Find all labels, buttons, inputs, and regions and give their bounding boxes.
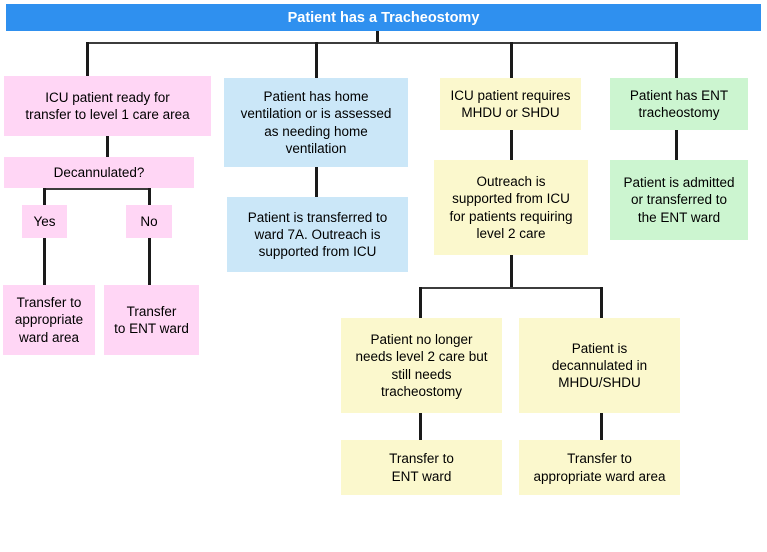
edge-drop-no [148, 188, 151, 206]
edge-drop-yes [43, 188, 46, 206]
edge-no-to-outcome [148, 238, 151, 285]
node-ent-tracheostomy: Patient has ENT tracheostomy [610, 78, 748, 130]
node-decannulated-in-mhdu: Patient is decannulated in MHDU/SHDU [519, 318, 680, 413]
node-transfer-appropriate-ward-left: Transfer to appropriate ward area [3, 285, 95, 355]
edge-decannulated-mhdu-to-outcome [600, 413, 603, 440]
edge-yes-to-outcome [43, 238, 46, 285]
node-transfer-ent-ward-bottom: Transfer to ENT ward [341, 440, 502, 495]
node-outreach-level2: Outreach is supported from ICU for patie… [434, 160, 588, 255]
edge-drop-col1 [86, 42, 89, 78]
node-icu-ready-level1: ICU patient ready for transfer to level … [4, 76, 211, 136]
edge-level1-to-decannulated [106, 136, 109, 157]
node-decannulated-question: Decannulated? [4, 157, 194, 188]
edge-drop-decannulated-mhdu [600, 287, 603, 318]
edge-outreach-to-bottom-bus [510, 255, 513, 288]
edge-root-stem [376, 31, 379, 43]
node-answer-yes: Yes [22, 205, 67, 238]
edge-drop-col3 [510, 42, 513, 78]
edge-drop-col4 [675, 42, 678, 78]
node-transfer-ent-ward-left: Transfer to ENT ward [104, 285, 199, 355]
flowchart-title-banner: Patient has a Tracheostomy [6, 4, 761, 31]
node-transfer-appropriate-ward-bottom: Transfer to appropriate ward area [519, 440, 680, 495]
edge-homevent-to-ward7a [315, 167, 318, 197]
edge-top-bus [86, 42, 678, 44]
node-home-ventilation: Patient has home ventilation or is asses… [224, 78, 408, 167]
edge-bottom-bus [419, 287, 602, 289]
edge-decannulated-bus [44, 188, 150, 190]
node-no-longer-level2: Patient no longer needs level 2 care but… [341, 318, 502, 413]
node-icu-requires-mhdu-shdu: ICU patient requires MHDU or SHDU [440, 78, 581, 130]
node-answer-no: No [126, 205, 172, 238]
node-admitted-ent-ward: Patient is admitted or transferred to th… [610, 160, 748, 240]
edge-drop-no-longer-level2 [419, 287, 422, 318]
edge-ent-to-admitted [675, 130, 678, 160]
edge-drop-col2 [315, 42, 318, 78]
edge-no-longer-level2-to-outcome [419, 413, 422, 440]
edge-mhdu-to-outreach [510, 130, 513, 160]
node-ward-7a-transfer: Patient is transferred to ward 7A. Outre… [227, 197, 408, 272]
